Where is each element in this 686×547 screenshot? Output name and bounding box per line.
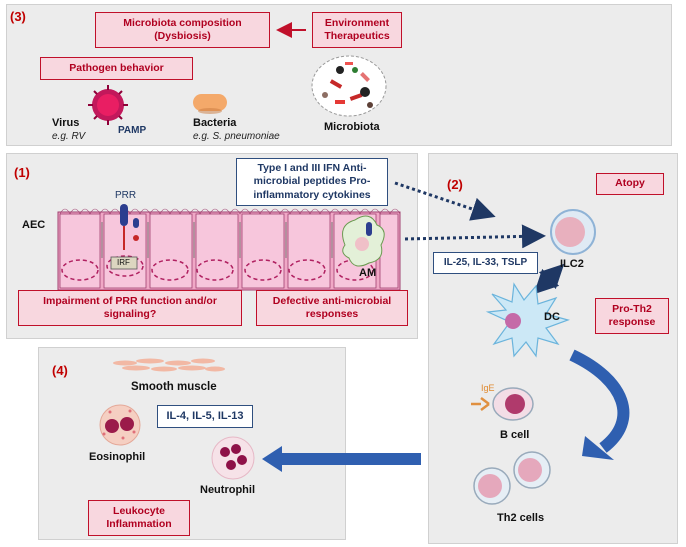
ige-label: IgE	[481, 383, 495, 393]
th2-label: Th2 cells	[497, 512, 545, 524]
interleukin-box: IL-4, IL-5, IL-13	[157, 405, 253, 428]
bacteria-label: Bacteria	[193, 117, 237, 129]
th2-cells-icon	[473, 451, 551, 505]
am-ilc2-arrow	[404, 224, 546, 249]
eosinophil-label: Eosinophil	[89, 451, 146, 463]
ifn-response-box: Type I and III IFN Anti-microbial peptid…	[236, 158, 388, 206]
ilc2-icon	[550, 209, 596, 255]
bacteria-icon	[193, 94, 227, 114]
aec-label: AEC	[22, 219, 46, 231]
panel3-number: (3)	[10, 9, 26, 24]
neutrophil-label: Neutrophil	[200, 484, 255, 496]
epithelium-cells	[57, 204, 401, 291]
pro-th2-box: Pro-Th2 response	[595, 298, 669, 334]
smooth-muscle-icon	[113, 358, 225, 372]
ilc2-label: ILC2	[560, 258, 584, 270]
impairment-box: Impairment of PRR function and/or signal…	[18, 290, 242, 326]
bacteria-example: e.g. S. pneumoniae	[193, 131, 280, 142]
microbiota-label: Microbiota	[324, 121, 380, 133]
neutrophil-icon	[211, 436, 255, 480]
microbiota-icon	[311, 55, 387, 117]
environment-box: Environment Therapeutics	[312, 12, 402, 48]
defective-responses-box: Defective anti-microbial responses	[256, 290, 408, 326]
atopy-box: Atopy	[596, 173, 664, 195]
prr-label: PRR	[115, 190, 137, 201]
dendritic-cell-icon	[485, 282, 570, 358]
virus-icon	[88, 85, 128, 125]
leukocyte-inflammation-box: Leukocyte Inflammation	[88, 500, 190, 536]
virus-example: e.g. RV	[52, 131, 86, 142]
irf-label: IRF	[117, 258, 130, 267]
pamp-label: PAMP	[118, 125, 147, 136]
virus-label: Virus	[52, 117, 80, 129]
panel4-number: (4)	[52, 363, 68, 378]
microbiota-composition-box: Microbiota composition (Dysbiosis)	[95, 12, 270, 48]
ifn-arrow	[394, 181, 496, 221]
pathogen-behavior-box: Pathogen behavior	[40, 57, 193, 80]
bcell-label: B cell	[500, 429, 530, 441]
left-arrow	[262, 446, 421, 472]
dc-label: DC	[544, 311, 560, 323]
curved-arrow	[569, 349, 630, 453]
am-label: AM	[359, 267, 377, 279]
macrophage-icon	[342, 215, 385, 267]
cytokines-box: IL-25, IL-33, TSLP	[433, 252, 538, 274]
panel1-number: (1)	[14, 165, 30, 180]
dc-ilc2-arrow	[533, 263, 565, 295]
smooth-muscle-label: Smooth muscle	[131, 381, 217, 393]
panel2-number: (2)	[447, 177, 463, 192]
eosinophil-icon	[99, 404, 141, 446]
b-cell-icon	[471, 387, 534, 421]
